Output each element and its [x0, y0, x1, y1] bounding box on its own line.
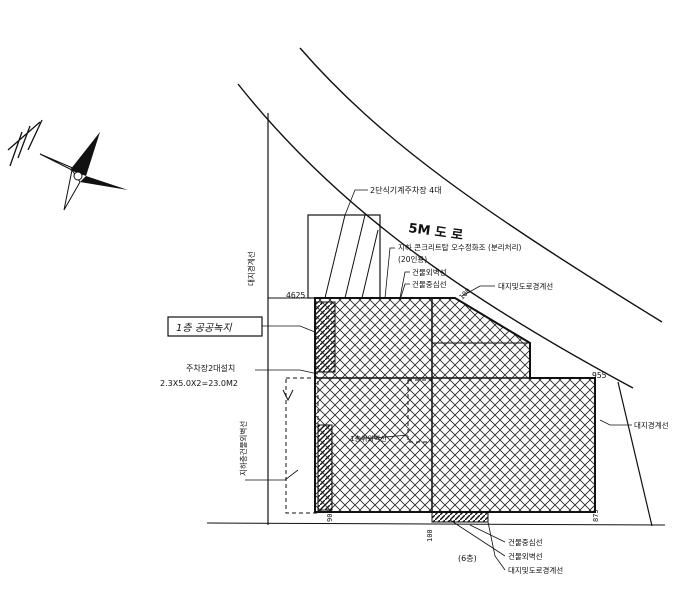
parking-area-label: 2.3X5.0X2=23.0M2 — [160, 379, 238, 388]
dim-955: 955 — [592, 371, 607, 380]
floor-box-label: 1층 공공녹지 — [176, 322, 232, 334]
inner-line-label: 1층위외벽선 — [350, 434, 387, 443]
mechanical-parking — [307, 214, 381, 299]
road-lines — [237, 47, 663, 389]
wall-strips — [314, 301, 489, 523]
site-boundary-left-label: 대지경계선 — [246, 251, 256, 286]
bldg-outer-bottom-label: 건물외벽선 — [508, 551, 543, 561]
adjacent-bldg-label: 지하층건물외벽선 — [238, 421, 248, 476]
bldg-center-top-label: 건물중심선 — [412, 279, 447, 289]
road-label: 5M 도 로 — [407, 221, 464, 244]
dim-905: 905 — [326, 509, 334, 522]
dim-4625: 4625 — [286, 291, 305, 300]
dim-875: 875 — [592, 509, 600, 522]
road-boundary-top-label: 대지및도로경계선 — [498, 281, 553, 291]
building-footprint — [314, 297, 596, 513]
leader-lines — [245, 189, 632, 571]
bldg-center-bottom-label: 건물중심선 — [508, 537, 543, 547]
parking-2-label: 주차장2대설치 — [186, 363, 235, 373]
bldg-outer-label: 건물외벽선 — [412, 267, 447, 277]
parking-4-label: 2단식기계주차장 4대 — [370, 185, 442, 195]
dim-100a: 100 — [458, 287, 473, 302]
bottom-circle-label: (6층) — [458, 554, 477, 563]
floor-box — [167, 316, 263, 337]
underground-sub-label: (20인용) — [398, 254, 427, 264]
north-arrow-icon — [7, 119, 128, 211]
dim-100b: 100 — [426, 529, 434, 542]
underground-label: 지하 콘크리트탑 오수정화조 (분리처리) — [398, 242, 521, 252]
parking-slot-area — [282, 377, 433, 514]
site-boundary-right-label: 대지경계선 — [634, 420, 669, 430]
road-boundary-bottom-label: 대지및도로경계선 — [508, 565, 563, 575]
